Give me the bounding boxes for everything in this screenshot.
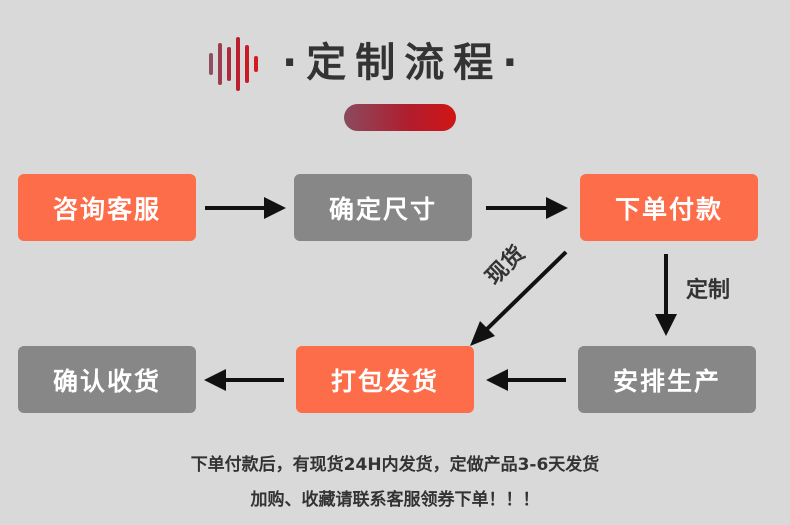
title-underline-pill <box>344 104 456 131</box>
shipping-note: 下单付款后，有现货24H内发货，定做产品3-6天发货 <box>190 455 600 475</box>
step-consult-service: 咨询客服 <box>18 174 196 241</box>
step-confirm-size: 确定尺寸 <box>294 174 472 241</box>
sound-wave-icon <box>209 37 258 91</box>
step-pack-ship: 打包发货 <box>296 346 474 413</box>
branch-label-custom: 定制 <box>686 278 731 303</box>
coupon-note: 加购、收藏请联系客服领券下单！！！ <box>250 490 540 510</box>
arrow-size-to-pay <box>486 197 568 219</box>
arrow-pack-to-receive <box>204 369 284 391</box>
arrow-produce-to-pack <box>486 369 566 391</box>
page-title: ·定制流程· <box>282 40 527 86</box>
step-arrange-production: 安排生产 <box>578 346 756 413</box>
branch-label-in-stock: 现货 <box>481 241 531 291</box>
step-confirm-receipt: 确认收货 <box>18 346 196 413</box>
step-place-order-pay: 下单付款 <box>580 174 758 241</box>
arrow-pay-to-produce <box>655 254 677 336</box>
arrow-consult-to-size <box>205 197 286 219</box>
